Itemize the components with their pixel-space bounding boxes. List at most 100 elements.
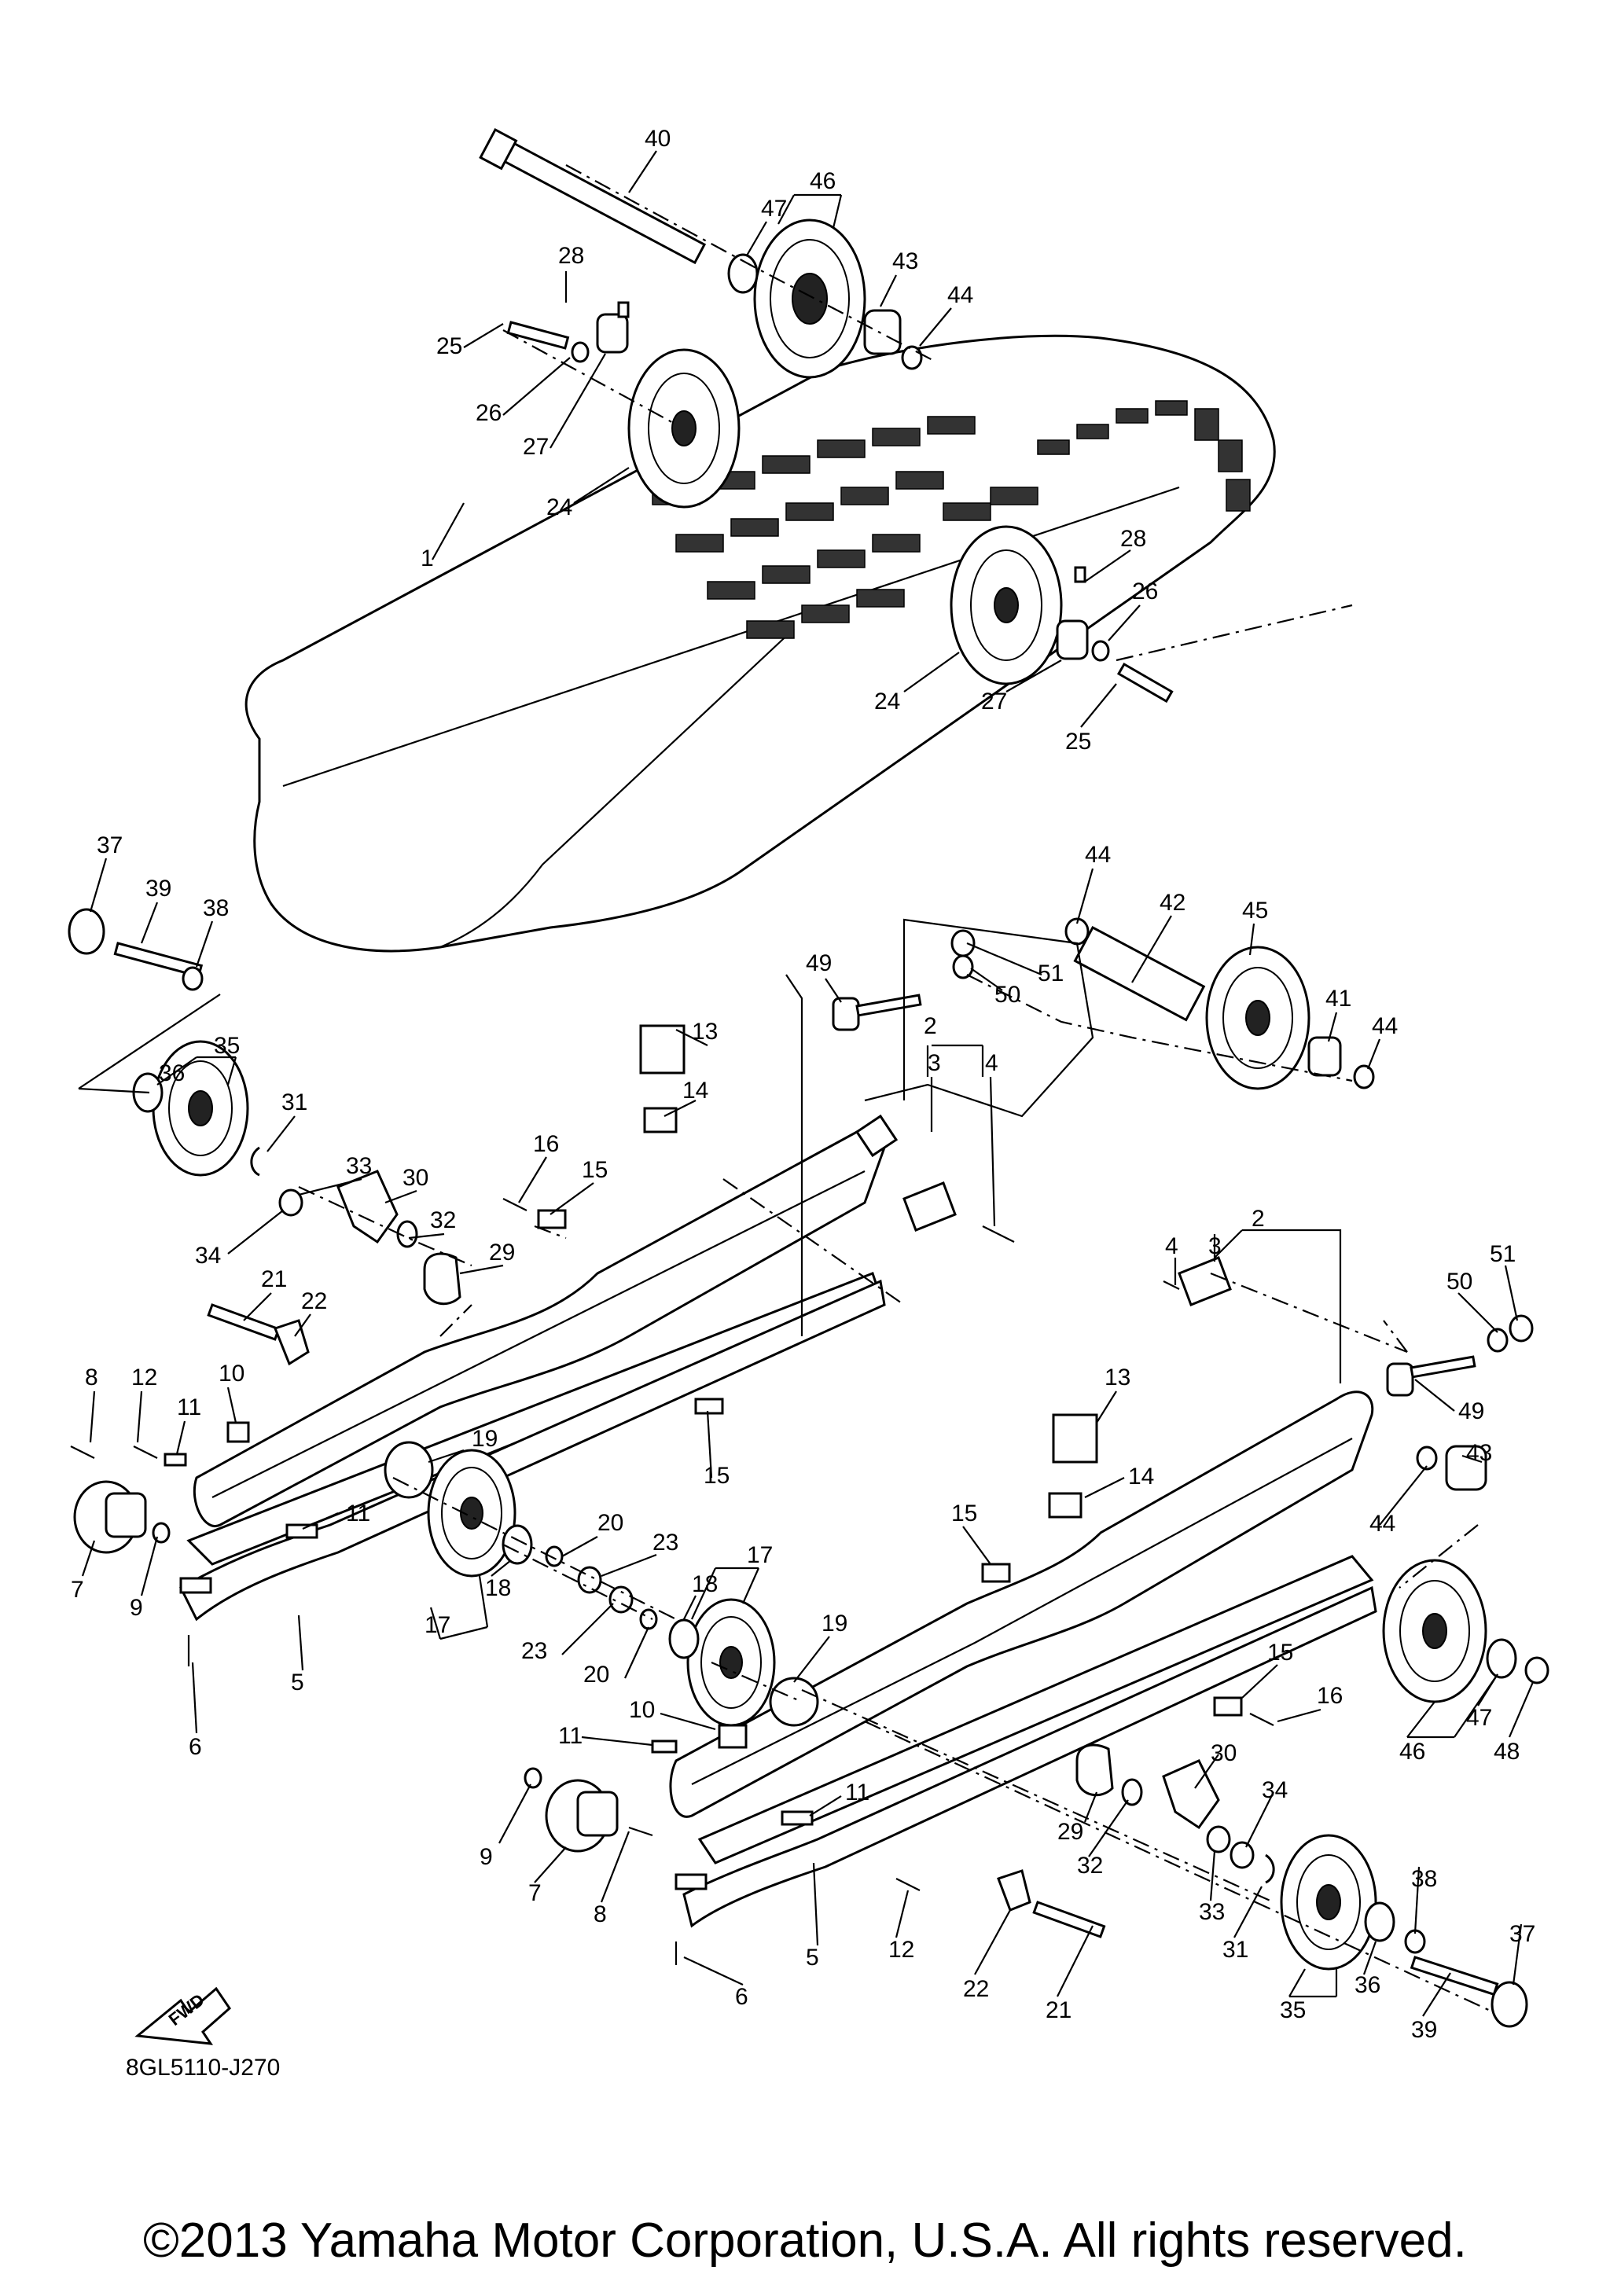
bolt-49-top: [832, 997, 860, 1031]
shaft-40: [479, 127, 707, 265]
collar-27-top: [596, 313, 629, 354]
bolt-49-shaft-right: [1410, 1355, 1476, 1379]
callout: 14: [1128, 1464, 1154, 1490]
oring-34-right: [1230, 1841, 1255, 1869]
callout: 35: [214, 1033, 240, 1059]
callout: 8: [85, 1365, 98, 1390]
callout: 7: [71, 1577, 84, 1603]
callout: 36: [1355, 1972, 1380, 1998]
washer-26-top: [571, 341, 590, 363]
bearing-18-left: [502, 1524, 533, 1565]
circlip-31-left: [250, 1146, 260, 1177]
track-belt: [244, 334, 1276, 953]
bracket-11-right-a: [651, 1739, 678, 1754]
callout: 17: [425, 1612, 450, 1638]
callout: 24: [546, 494, 572, 520]
callout: 34: [1262, 1777, 1288, 1803]
bolt-21-left: [207, 1303, 281, 1341]
callout: 21: [261, 1266, 287, 1292]
wheel-17-left: [427, 1449, 516, 1578]
callout: 27: [523, 434, 549, 460]
screw-28-lower: [1074, 566, 1086, 583]
stopper-19-right: [769, 1677, 819, 1727]
guide-line-b: [864, 918, 1094, 1118]
callout: 5: [806, 1945, 819, 1971]
callout: 22: [301, 1288, 327, 1314]
washer-50-right: [1487, 1328, 1509, 1353]
oring-32-right: [1121, 1778, 1143, 1806]
wheel-17-right: [686, 1598, 776, 1727]
clip-15-right-a: [981, 1563, 1011, 1583]
callout: 32: [1077, 1853, 1103, 1879]
callout: 24: [874, 689, 900, 715]
callout: 35: [1280, 1997, 1306, 2023]
callout: 13: [692, 1019, 718, 1045]
nut-48: [1524, 1656, 1549, 1684]
bearing-36-right: [1364, 1901, 1395, 1942]
track-lugs: [652, 400, 1251, 639]
bracket-3-right: [1178, 1256, 1232, 1306]
copyright-text: ©2013 Yamaha Motor Corporation, U.S.A. A…: [143, 2213, 1467, 2268]
collar-43-lower: [1445, 1445, 1487, 1491]
collar-27-lower: [1056, 619, 1089, 660]
centerlines: [298, 164, 1494, 2013]
callout: 22: [963, 1976, 989, 2002]
callout: 4: [1165, 1233, 1178, 1259]
bracket-3b-left: [902, 1181, 957, 1232]
callout: 19: [472, 1426, 498, 1452]
callout: 4: [985, 1050, 998, 1076]
pin-12-right: [895, 1878, 921, 1891]
callout: 46: [810, 168, 836, 194]
wheel-35-right: [1280, 1834, 1377, 1971]
washer-37-left: [68, 908, 105, 955]
callout: 10: [629, 1697, 655, 1723]
callout: 9: [130, 1595, 143, 1621]
slider-13-right: [1052, 1413, 1098, 1464]
washer-44-right: [1353, 1064, 1375, 1089]
callout: 45: [1242, 898, 1268, 924]
callout: 46: [1399, 1739, 1425, 1765]
bracket-11-left-a: [164, 1453, 187, 1467]
clip-15-left: [537, 1209, 567, 1229]
wheel-7-right: [545, 1779, 619, 1853]
callout: 5: [291, 1670, 304, 1695]
callout: 38: [1411, 1866, 1437, 1892]
washer-26-lower: [1091, 640, 1110, 662]
pin-16-left: [502, 1198, 527, 1211]
stopper-29-left: [423, 1252, 461, 1306]
callout: 26: [476, 400, 502, 426]
wheel-46-lower: [1382, 1559, 1487, 1703]
plate-22-left: [274, 1319, 310, 1366]
callout: 1: [421, 546, 434, 571]
diagram-code: 8GL5110-J270: [126, 2055, 281, 2081]
callout: 14: [682, 1078, 708, 1104]
callout: 37: [1509, 1921, 1535, 1947]
callout: 15: [1267, 1640, 1293, 1666]
callout: 7: [528, 1880, 542, 1906]
bracket-3-left: [855, 1114, 899, 1158]
bearing-18-right: [668, 1618, 700, 1659]
bolt-21-right: [1032, 1901, 1106, 1938]
callout: 43: [892, 248, 918, 274]
block-30-right: [1162, 1759, 1220, 1830]
callout: 8: [594, 1901, 607, 1927]
block-30-left: [336, 1170, 399, 1244]
leader-lines: [81, 150, 1535, 2017]
pin-16-right: [1249, 1713, 1274, 1726]
pin-12-left: [133, 1446, 158, 1459]
callout: 36: [159, 1060, 185, 1086]
end-cap-5-right: [675, 1873, 708, 1890]
washer-44-lower-right: [1416, 1446, 1438, 1471]
callout: 44: [1085, 842, 1111, 868]
slider-10-right: [718, 1724, 748, 1749]
callout: 38: [203, 895, 229, 921]
oring-33-right: [1206, 1825, 1231, 1853]
collar-43-top: [863, 309, 902, 355]
bracket-11-left-b: [285, 1523, 318, 1539]
callout: 44: [1369, 1511, 1395, 1537]
callout: 25: [436, 333, 462, 359]
callout: 48: [1494, 1739, 1520, 1765]
screw-28-top: [617, 301, 630, 318]
wheel-24-top: [627, 348, 741, 509]
